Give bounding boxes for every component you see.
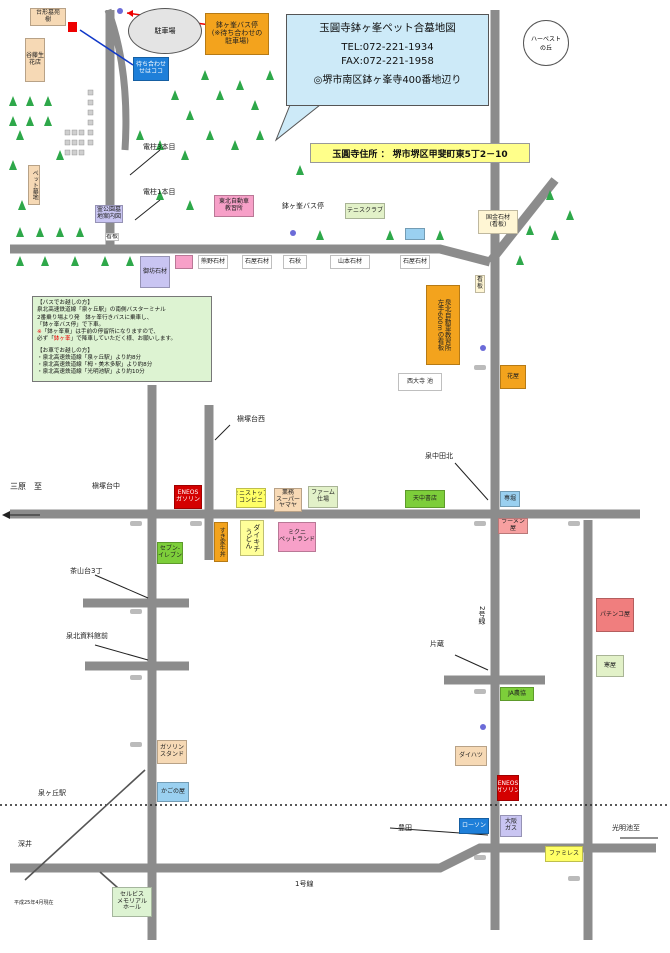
small-shop-blue (405, 228, 425, 240)
temple-building: 台形墓苑 樹 (30, 8, 66, 26)
kanban-sign: 看板 (105, 233, 119, 241)
guide-bus-line3: 「鉢ヶ峯バス停」で下車。 (37, 321, 105, 328)
komyoike-label: 光明池至 (612, 824, 640, 832)
florist: 谷藤生花店 (25, 38, 45, 82)
mihara-label: 三原 至 (10, 482, 42, 491)
park-office: 霊公園墓 地案内図 (95, 205, 123, 223)
guide-car2: ・泉北高速鉄道線「栂・美木多駅」より約8分 (37, 362, 153, 369)
meeting-point: 待ち合わせ せはココ (133, 57, 169, 81)
daihatsu: ダイハツ (455, 746, 487, 766)
note2-b: 鉢ヶ峯 (53, 336, 71, 343)
temple-marker (68, 22, 77, 32)
guide-car3: ・泉北高速鉄道線「光明池駅」より約10分 (37, 369, 145, 376)
osaka-gas: 大阪 ガス (500, 815, 522, 837)
pink-small (175, 255, 193, 269)
note2-a: 必ず「 (37, 336, 54, 343)
road-curve (104, 8, 130, 151)
toyoda-label: 豊田 (398, 824, 412, 832)
seven-eleven: セブン- イレブン (157, 542, 183, 564)
note2-c: 」で降車していただく様、お願いします。 (70, 336, 177, 343)
farm-shop: ファーム 仕場 (308, 486, 338, 508)
guide-bus-note2: 必ず「鉢ヶ峯」で降車していただく様、お願いします。 (37, 336, 207, 343)
gas-station: ガソリン スタンド (157, 740, 187, 764)
sekizai-sign: 国金石材 (看板) (478, 210, 518, 234)
guide-bus-heading: 【バスでお越しの方】 (37, 300, 93, 306)
note-mark: ※ (37, 329, 42, 336)
kagonoya: かごの屋 (157, 782, 189, 802)
sukiya: すき家牛丼 (214, 522, 228, 562)
nishidaiji: 西大寺 池 (398, 373, 442, 391)
ishiaki: 石秋 (283, 255, 307, 269)
eneos-1: ENEOS ガソリン (174, 485, 202, 509)
serbis-hall: セルビス メモリアル ホール (112, 887, 152, 917)
guide-bus-note1: 「鉢ヶ峯東」は手前の停留所になりますので、 (41, 329, 159, 336)
guide-bus-line2: 2番乗り場より発 鉢ヶ峯行きバスに乗車し、 (37, 314, 153, 321)
yokozuka-west: 槇塚台西 (237, 415, 265, 423)
super-market: 業務 スーパー ヤマヤ (274, 488, 302, 512)
access-guide: 【バスでお越しの方】 泉北高速鉄道線「泉ヶ丘駅」の南側バスターミナル 2番乗り場… (32, 296, 212, 382)
chayamadai: 茶山台3丁 (70, 567, 103, 575)
bus-stop-label: 鉢ヶ峯バス停 (282, 202, 324, 210)
tennis-club: テニスクラブ (345, 203, 385, 219)
guide-car1: ・泉北高速鉄道線「泉ヶ丘駅」より約8分 (37, 354, 142, 361)
misaki-stone: 御坊石材 (140, 256, 170, 288)
family-restaurant: ファミレス (545, 846, 583, 862)
kamiya: 寒屋 (596, 655, 624, 677)
izumigaoka-station: 泉ヶ丘駅 (38, 789, 66, 797)
shiryokan: 泉北資料館前 (66, 632, 108, 640)
route2-label: 2号線 (478, 606, 487, 625)
guide-bus-note: ※「鉢ヶ峯東」は手前の停留所になりますので、 (37, 329, 207, 336)
parking-label: 駐車場 (154, 27, 176, 35)
header-callout: 玉圓寺鉢ヶ峯ペット合墓地図 TEL:072-221-1934 FAX:072-2… (286, 14, 489, 106)
guide-bus-line1: 泉北高速鉄道線「泉ヶ丘駅」の南側バスターミナル (37, 307, 166, 314)
lawson: ローソン (459, 818, 489, 834)
temple-address: 玉圓寺住所 ： 堺市堺区甲斐町東5丁2－10 (310, 143, 530, 163)
harvest-label: ハーベストの丘 (530, 36, 562, 52)
location-address: ◎堺市南区鉢ヶ峯寺400番地辺り (313, 75, 462, 87)
flower-shop: 花屋 (500, 365, 526, 389)
stone-shop-2: 石屋石材 (242, 255, 272, 269)
tel-number: TEL:072-221-1934 (341, 42, 434, 54)
fukai-label: 深井 (18, 840, 32, 848)
katakura: 片蔵 (430, 640, 444, 648)
ja-coop: JA農協 (500, 687, 534, 701)
parking-area: 駐車場 (128, 8, 202, 54)
eneos-2: ENEOS ガソリン (497, 775, 519, 801)
route1-label: 1号線 (295, 880, 314, 888)
map-title: 玉圓寺鉢ヶ峯ペット合墓地図 (319, 22, 456, 34)
road-northeast (486, 177, 559, 265)
pole-1: 電柱1本目 (143, 188, 176, 196)
pet-cemetery: ペット墓地 (28, 165, 40, 205)
driving-school-sign: 泉北自動車教習所 左手600mの看板 (426, 285, 460, 365)
daikichi: ダイキチうどん (240, 520, 264, 556)
tenchu-bookstore: 天中書店 (405, 490, 445, 508)
ministop: ミニストップ コンビニ (236, 488, 266, 508)
kumano-stone: 熊野石材 (198, 255, 228, 269)
yamamoto-stone: 山本石材 (330, 255, 370, 269)
mikuni-petland: ミクニ ペットランド (278, 522, 316, 552)
izumi-nakata-kita: 泉中田北 (425, 452, 453, 460)
ramen-shop: ラーメン屋 (498, 518, 528, 534)
road-north (10, 244, 492, 267)
senmon-shop: 専堀 (500, 491, 520, 507)
pole-3: 電柱3本目 (143, 143, 176, 151)
pachinko: パチンコ屋 (596, 598, 634, 632)
bus-stop-callout: 鉢ヶ峯バス停 (※待ち合わせの 駐車場) (205, 13, 269, 55)
yokozuka-naka: 槇塚台中 (92, 482, 120, 490)
guide-car-heading: 【お車でお越しの方】 (37, 347, 93, 354)
stone-shop-3: 石屋石材 (400, 255, 430, 269)
date-note: 平成25年4月現在 (14, 900, 54, 906)
harvest-hill: ハーベストの丘 (523, 20, 569, 66)
fax-number: FAX:072-221-1958 (341, 55, 434, 67)
tag-sign: 看板 (475, 275, 485, 293)
kita-office: 東北自動車 教習所 (214, 195, 254, 217)
